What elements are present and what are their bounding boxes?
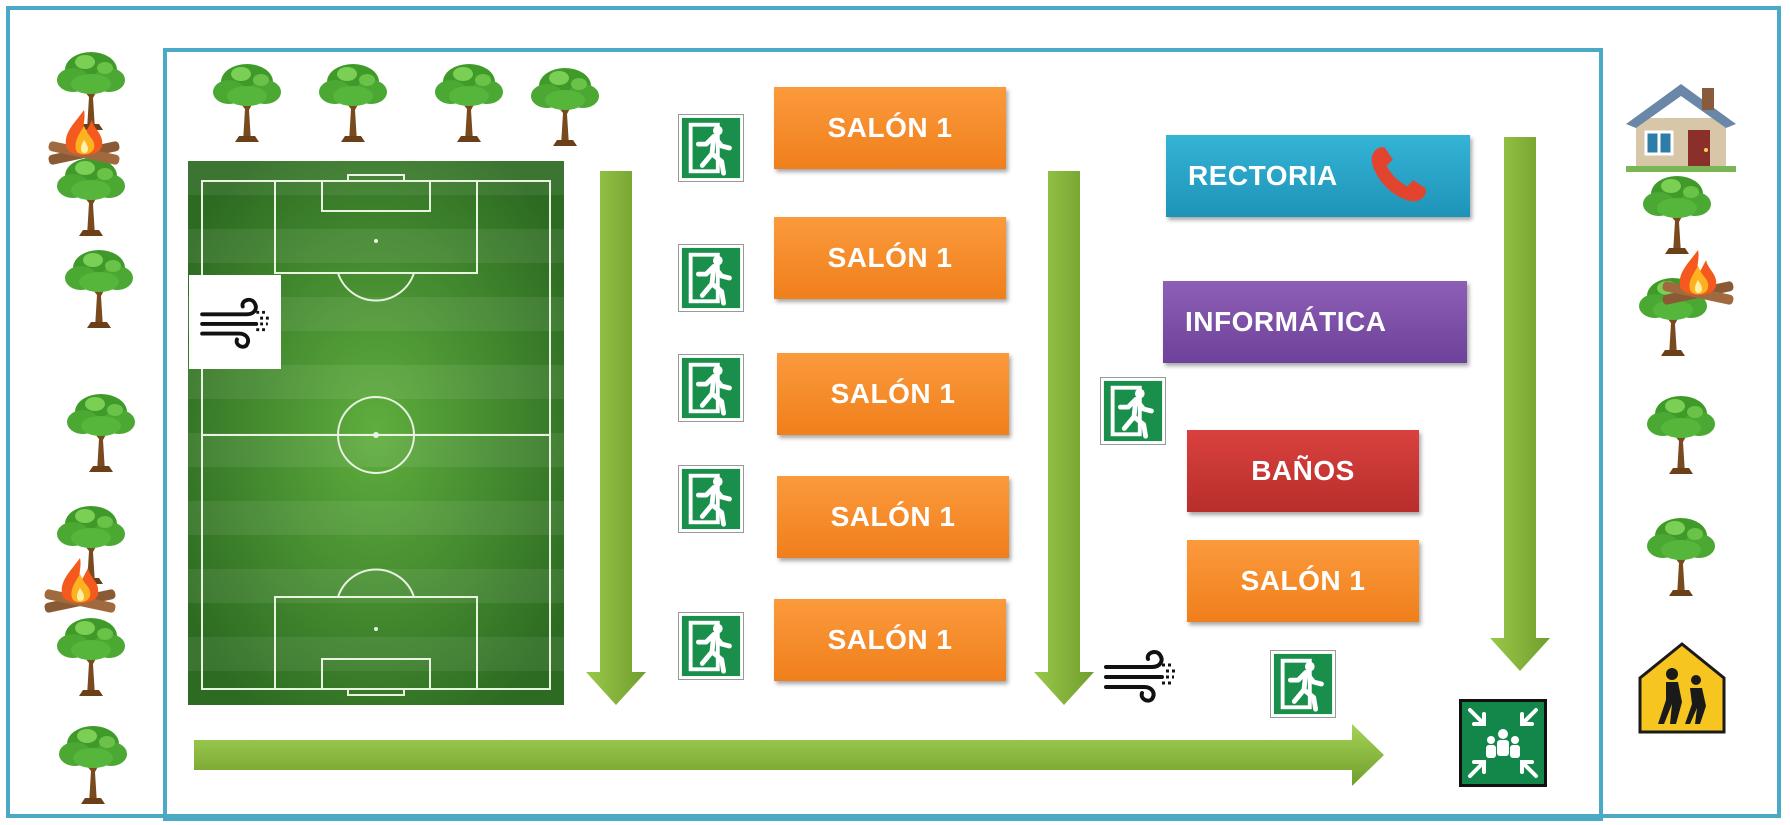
tree-icon (1640, 508, 1722, 598)
exit-sign-icon (678, 354, 744, 422)
room-informatica: INFORMÁTICA (1163, 281, 1467, 363)
fire-icon (1660, 248, 1736, 306)
arrow-right (194, 724, 1384, 786)
exit-sign-icon (678, 612, 744, 680)
arrow-down-1 (586, 171, 646, 705)
arrow-down-3 (1490, 137, 1550, 671)
tree-icon (58, 240, 140, 330)
exit-sign-icon (1100, 377, 1166, 445)
tree-icon (524, 58, 606, 148)
room-salon-2: SALÓN 1 (774, 217, 1006, 299)
tree-icon (312, 54, 394, 144)
exit-sign-icon (678, 244, 744, 312)
tree-icon (206, 54, 288, 144)
room-salon-4: SALÓN 1 (777, 476, 1009, 558)
wind-icon (189, 275, 281, 369)
exit-sign-icon (678, 114, 744, 182)
room-salon-5: SALÓN 1 (774, 599, 1006, 681)
room-rectoria: RECTORIA (1166, 135, 1470, 217)
arrow-down-2 (1034, 171, 1094, 705)
assembly-point-icon (1458, 698, 1548, 788)
room-salon-3: SALÓN 1 (777, 353, 1009, 435)
phone-icon (1366, 141, 1432, 207)
tree-icon (428, 54, 510, 144)
tree-icon (52, 716, 134, 806)
exit-sign-icon (1270, 650, 1336, 718)
tree-icon (50, 608, 132, 698)
exit-sign-icon (678, 465, 744, 533)
room-rectoria-label: RECTORIA (1188, 160, 1338, 191)
school-boundary-inner (163, 48, 1603, 821)
site-boundary-outer (6, 6, 1781, 818)
room-salon-6: SALÓN 1 (1187, 540, 1419, 622)
tree-icon (60, 384, 142, 474)
house-icon (1622, 78, 1740, 174)
fire-icon (46, 108, 122, 166)
fire-icon (42, 556, 118, 614)
room-banos: BAÑOS (1187, 430, 1419, 512)
tree-icon (1636, 166, 1718, 256)
school-crossing-icon (1634, 640, 1730, 736)
room-salon-1: SALÓN 1 (774, 87, 1006, 169)
tree-icon (1640, 386, 1722, 476)
